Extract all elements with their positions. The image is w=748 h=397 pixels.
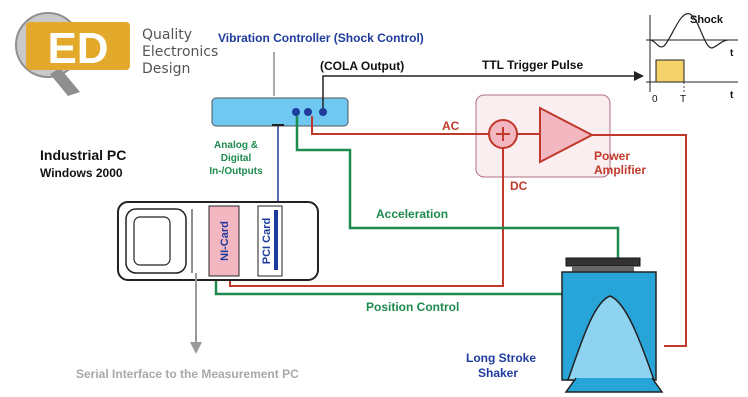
dc-label: DC [510, 179, 528, 193]
shock-graph: Shock t 0 T t [646, 13, 738, 105]
pc-screen-inner [133, 216, 171, 266]
shock-T: T [680, 94, 686, 105]
position-control-label: Position Control [366, 300, 459, 314]
controller-port-blue [292, 108, 300, 116]
logo-tagline-electronics: Electronics [142, 44, 218, 60]
shock-t-lower: t [730, 90, 734, 101]
trigger-pulse [655, 59, 685, 83]
qed-logo: ED Quality Electronics Design [15, 12, 218, 96]
pci-card-label: PCI Card [261, 218, 273, 264]
shaker-label-1: Long Stroke [466, 351, 536, 365]
long-stroke-shaker [561, 257, 664, 393]
io-label-1: Analog & [214, 140, 258, 151]
io-label-2: Digital [221, 153, 252, 164]
industrial-pc-title: Industrial PC [40, 147, 126, 163]
io-label-3: In-/Outputs [209, 166, 263, 177]
ttl-arrowhead [634, 71, 644, 81]
amplifier-triangle [539, 106, 595, 164]
controller-port-green [304, 108, 312, 116]
ac-wire [311, 116, 489, 135]
vibration-controller-box [211, 97, 349, 127]
serial-interface-label: Serial Interface to the Measurement PC [76, 367, 299, 381]
industrial-pc-os: Windows 2000 [40, 166, 123, 180]
acceleration-wire [295, 116, 620, 258]
shaker-top-plate [565, 257, 641, 267]
vibration-controller-title: Vibration Controller (Shock Control) [218, 31, 424, 45]
logo-tagline-design: Design [142, 61, 190, 77]
ttl-trigger-label: TTL Trigger Pulse [482, 58, 583, 72]
acceleration-label: Acceleration [376, 207, 448, 221]
shock-waveform [649, 13, 729, 49]
amp-output-wire [592, 134, 687, 347]
ni-card-label: NI-Card [219, 221, 231, 261]
shaker-cone [566, 295, 656, 381]
serial-arrowhead [190, 342, 202, 354]
shock-zero: 0 [652, 94, 658, 105]
controller-port-red [319, 108, 327, 116]
shock-t-upper: t [730, 48, 734, 59]
power-amplifier-title-1: Power [594, 149, 630, 163]
ni-card-slot [208, 205, 240, 277]
shaker-armature-plate [572, 266, 634, 272]
logo-letters: ED [47, 24, 108, 73]
logo-tagline-quality: Quality [142, 27, 192, 43]
shaker-label-2: Shaker [478, 366, 518, 380]
cola-output-label: (COLA Output) [320, 59, 404, 73]
cola-output-wire [322, 75, 634, 108]
shock-label: Shock [690, 14, 724, 26]
ac-label: AC [442, 119, 460, 133]
power-amplifier-title-2: Amplifier [594, 163, 646, 177]
